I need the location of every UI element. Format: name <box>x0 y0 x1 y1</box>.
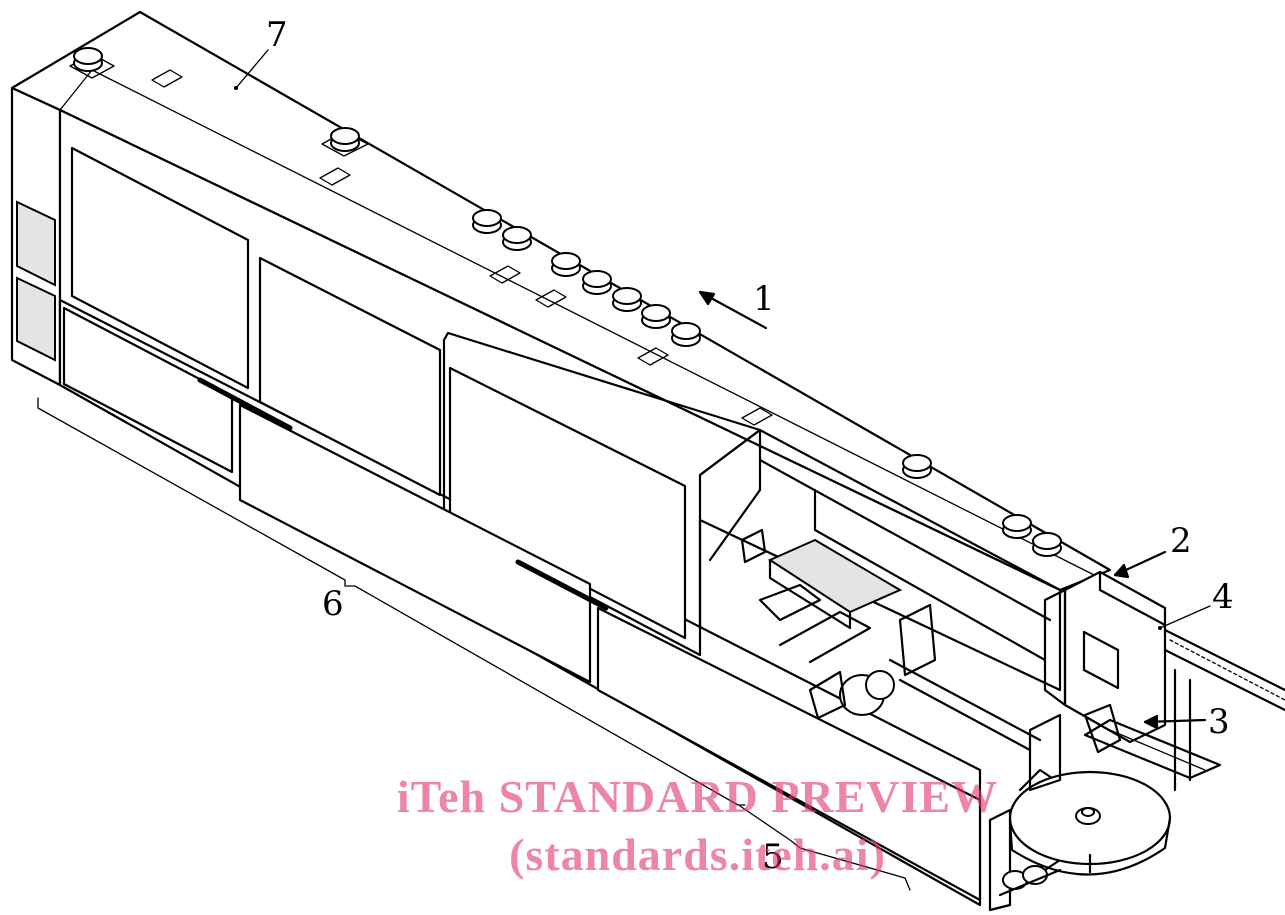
knob <box>612 287 642 312</box>
knob <box>1002 514 1032 539</box>
top-knobs <box>69 47 1062 557</box>
knob <box>69 47 115 79</box>
callout-3: 3 <box>1208 702 1230 742</box>
knob <box>502 226 532 251</box>
knob <box>641 304 671 329</box>
bracket-6 <box>37 397 746 806</box>
watermark-title: iTeh STANDARD PREVIEW <box>396 771 999 822</box>
end-panels <box>16 200 56 362</box>
watermark-subtitle: (standards.iteh.ai) <box>509 829 886 880</box>
knob <box>582 270 612 295</box>
bracket-5 <box>739 805 911 891</box>
callout-7: 7 <box>266 15 288 55</box>
callout-4: 4 <box>1212 577 1234 617</box>
knob <box>551 252 581 277</box>
callout-1: 1 <box>753 279 775 319</box>
callout-2: 2 <box>1170 521 1192 561</box>
knob <box>902 454 932 479</box>
knob <box>472 209 502 234</box>
control-box <box>1043 570 1167 744</box>
knob <box>1032 532 1062 557</box>
knob <box>671 322 701 347</box>
callout-6: 6 <box>322 584 344 624</box>
working-area <box>740 428 1062 752</box>
base-panels <box>62 306 982 902</box>
top-latches <box>151 69 773 426</box>
knob <box>321 127 369 157</box>
base-mechanism <box>988 713 1062 912</box>
leaders <box>234 49 1211 730</box>
hood-panels <box>70 146 762 657</box>
feed-strip <box>1083 703 1222 780</box>
callout-5: 5 <box>762 837 784 877</box>
